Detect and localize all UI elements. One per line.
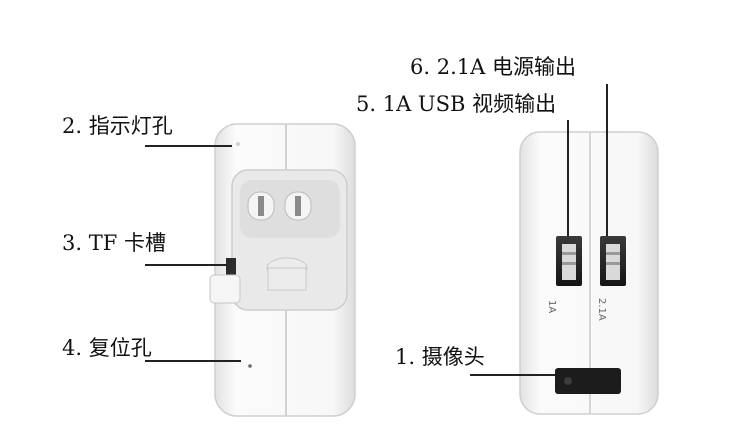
label-reset-hole: 4. 复位孔 — [62, 336, 152, 360]
adapter-side-view — [520, 132, 658, 414]
leader-indicator — [145, 145, 232, 147]
port-label-2-1a: 2.1A — [596, 298, 607, 321]
adapter-front-view — [210, 124, 355, 416]
leader-usb-video — [567, 120, 569, 236]
label-tf-slot: 3. TF 卡槽 — [62, 231, 166, 255]
label-indicator-hole: 2. 指示灯孔 — [62, 114, 173, 138]
port-label-1a: 1A — [546, 300, 557, 313]
reset-hole — [248, 364, 252, 368]
label-power-output: 6. 2.1A 电源输出 — [410, 55, 576, 79]
leader-camera — [470, 374, 556, 376]
leader-reset — [145, 360, 241, 362]
leader-tf-slot — [145, 264, 227, 266]
usb-port-1a — [556, 236, 582, 286]
label-camera: 1. 摄像头 — [395, 345, 485, 369]
tf-card-slot — [210, 275, 240, 303]
label-usb-video-output: 5. 1A USB 视频输出 — [356, 92, 556, 116]
leader-power-output — [606, 84, 608, 236]
usb-port-2-1a — [600, 236, 626, 286]
indicator-hole — [236, 142, 240, 146]
camera-module — [555, 368, 621, 394]
